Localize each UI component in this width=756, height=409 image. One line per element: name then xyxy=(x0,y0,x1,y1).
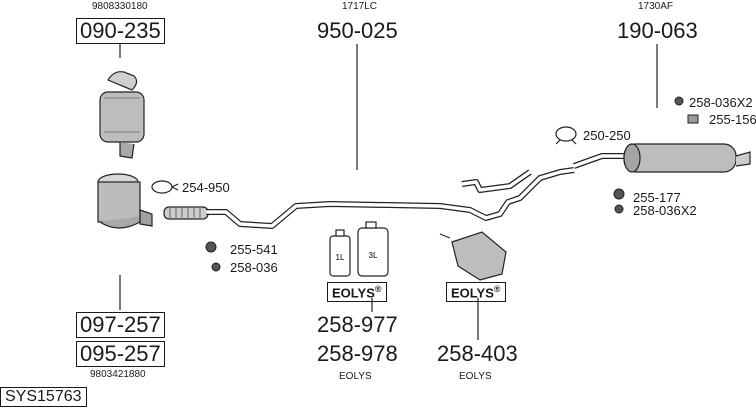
mount-icons xyxy=(205,96,699,272)
flex-pipe xyxy=(163,206,209,220)
mount-258-036x2-top-icon xyxy=(674,96,684,106)
eolys-tank xyxy=(439,231,507,281)
part-095-257[interactable]: 095-257 xyxy=(76,341,165,367)
rear-silencer xyxy=(572,143,751,173)
system-id: SYS15763 xyxy=(0,387,87,407)
part-254-950[interactable]: 254-950 xyxy=(182,180,230,195)
part-258-978[interactable]: 258-978 xyxy=(317,341,398,366)
eolys-caption-2: EOLYS xyxy=(459,371,492,382)
part-090-235[interactable]: 090-235 xyxy=(76,18,165,44)
part-255-177[interactable]: 255-177 xyxy=(633,190,681,205)
bottle-1l-label: 1L xyxy=(336,253,345,262)
part-255-156[interactable]: 255-156 xyxy=(709,112,756,127)
part-190-063[interactable]: 190-063 xyxy=(617,18,698,43)
eolys-badge-1: EOLYS® xyxy=(327,282,387,303)
ref-top-left: 9808330180 xyxy=(92,1,148,12)
particle-filter xyxy=(97,173,153,229)
ref-bottom-left: 9803421880 xyxy=(90,369,146,380)
mount-258-036-icon xyxy=(211,262,221,272)
eolys-badge-1-text: EOLYS xyxy=(332,285,375,301)
part-097-257[interactable]: 097-257 xyxy=(76,312,165,338)
part-258-036[interactable]: 258-036 xyxy=(230,260,278,275)
clamp-254-950 xyxy=(151,180,179,194)
eolys-bottles xyxy=(329,221,389,277)
eolys-badge-2: EOLYS® xyxy=(446,282,506,303)
eolys-badge-2-text: EOLYS xyxy=(451,285,494,301)
catalytic-converter xyxy=(99,71,145,159)
ref-top-mid: 1717LC xyxy=(342,1,378,12)
part-258-036x2-bot[interactable]: 258-036X2 xyxy=(633,203,697,218)
eolys-caption-1: EOLYS xyxy=(339,371,372,382)
part-250-250[interactable]: 250-250 xyxy=(583,128,631,143)
eolys-badge-2-mark: ® xyxy=(493,284,501,294)
eolys-badge-1-mark: ® xyxy=(374,284,382,294)
clamp-250-250 xyxy=(555,126,577,145)
ref-top-right: 1730AF xyxy=(638,1,674,12)
part-258-977[interactable]: 258-977 xyxy=(317,312,398,337)
mount-255-541-icon xyxy=(205,241,217,253)
mount-258-036x2-bot-icon xyxy=(614,204,624,214)
mount-255-177-icon xyxy=(613,188,625,200)
part-950-025[interactable]: 950-025 xyxy=(317,18,398,43)
part-258-403[interactable]: 258-403 xyxy=(437,341,518,366)
part-255-541[interactable]: 255-541 xyxy=(230,242,278,257)
part-258-036x2-top[interactable]: 258-036X2 xyxy=(689,95,753,110)
bottle-3l-label: 3L xyxy=(369,251,378,260)
hanger-255-156-icon xyxy=(687,114,699,124)
